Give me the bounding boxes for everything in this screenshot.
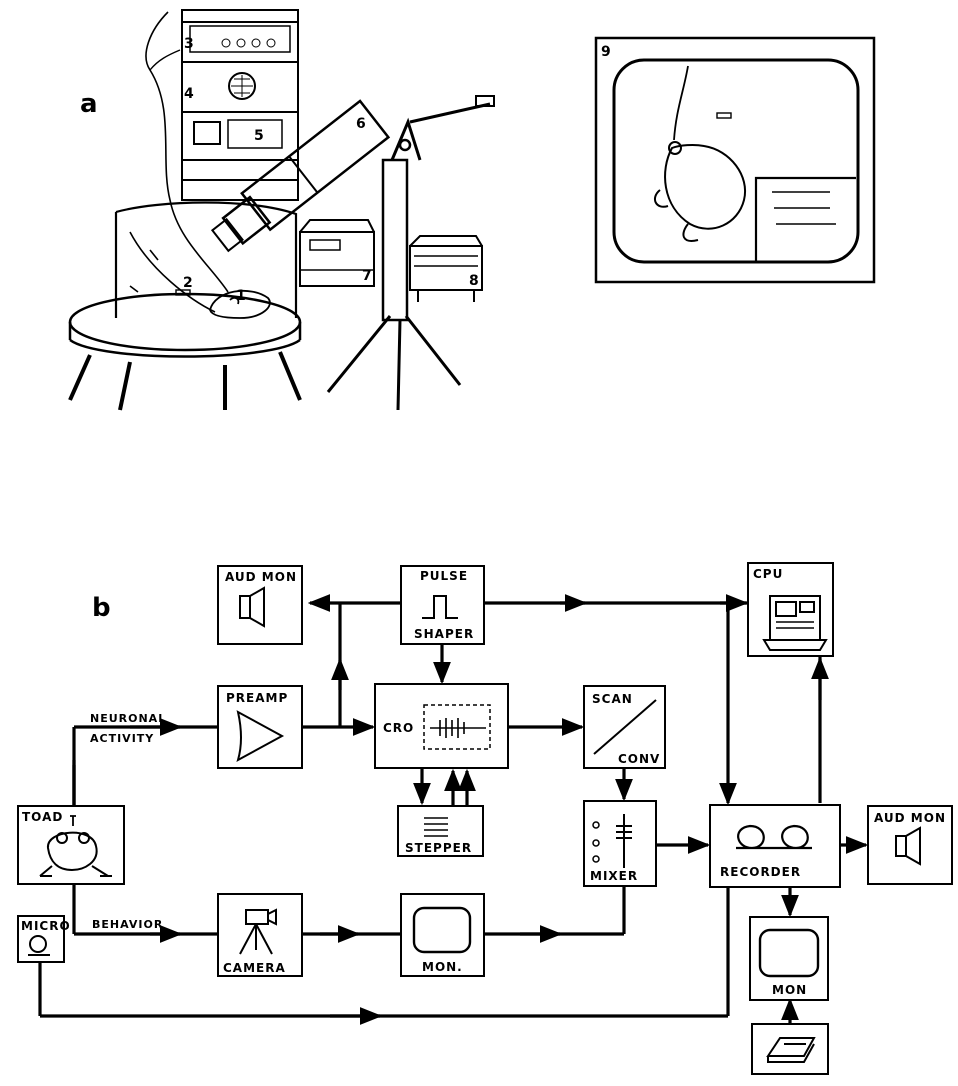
aud-mon-left-block: AUD MON	[218, 566, 302, 644]
pulse-shaper-label-bottom: SHAPER	[414, 627, 474, 641]
equipment-rack	[182, 10, 298, 200]
monitor-screen	[596, 38, 874, 282]
cpu-label: CPU	[753, 567, 783, 581]
panel-a-illustration: a 3 4 5	[70, 10, 874, 410]
callout-1: 1	[236, 288, 246, 304]
mixer-block: MIXER	[584, 801, 656, 886]
callout-5: 5	[254, 128, 264, 144]
panel-b-diagram: b	[18, 563, 952, 1074]
preamp-block: PREAMP	[218, 686, 302, 768]
recorder-label: RECORDER	[720, 865, 801, 879]
scan-conv-label-bottom: CONV	[618, 752, 660, 766]
pulse-shaper-label-top: PULSE	[420, 569, 468, 583]
toad-label: TOAD	[22, 810, 63, 824]
mon-left-label: MON.	[422, 960, 463, 974]
aud-mon-right-label: AUD MON	[874, 811, 946, 825]
device-8	[410, 236, 482, 302]
camera-tripod	[206, 96, 494, 410]
cro-label: CRO	[383, 721, 414, 735]
preamp-label: PREAMP	[226, 691, 288, 705]
callout-4: 4	[184, 86, 194, 102]
neuronal-activity-label-1: NEURONAL	[90, 712, 166, 725]
electrode-wire	[146, 12, 228, 292]
cpu-block: CPU	[748, 563, 833, 656]
aud-mon-left-label: AUD MON	[225, 570, 297, 584]
printer-block	[752, 1024, 828, 1074]
callout-6: 6	[356, 116, 366, 132]
camera-block: CAMERA	[218, 894, 302, 976]
camera-label: CAMERA	[223, 961, 286, 975]
scan-conv-block: SCAN CONV	[584, 686, 665, 768]
scan-conv-label-top: SCAN	[592, 692, 633, 706]
mon-left-block: MON.	[401, 894, 484, 976]
callout-8: 8	[469, 273, 479, 289]
callout-7: 7	[362, 268, 372, 284]
behavior-label: BEHAVIOR	[92, 918, 163, 931]
mon-right-label: MON	[772, 983, 807, 997]
neuronal-activity-label-2: ACTIVITY	[90, 732, 154, 745]
recorder-block: RECORDER	[710, 805, 840, 887]
toad-block: TOAD	[18, 806, 124, 884]
arena-table	[70, 203, 300, 411]
stepper-label: STEPPER	[405, 841, 472, 855]
cro-block: CRO	[375, 684, 508, 768]
aud-mon-right-block: AUD MON	[868, 806, 952, 884]
pulse-shaper-block: PULSE SHAPER	[401, 566, 484, 644]
panel-a-label: a	[80, 89, 98, 119]
callout-9: 9	[601, 44, 611, 60]
micro-label: MICRO	[21, 919, 71, 933]
mon-right-block: MON	[750, 917, 828, 1000]
callout-3: 3	[184, 36, 194, 52]
micro-block: MICRO	[18, 916, 71, 962]
toad-on-screen	[655, 145, 745, 241]
panel-b-label: b	[92, 593, 111, 623]
stepper-block: STEPPER	[398, 806, 483, 856]
mixer-label: MIXER	[590, 869, 638, 883]
callout-2: 2	[183, 275, 193, 291]
